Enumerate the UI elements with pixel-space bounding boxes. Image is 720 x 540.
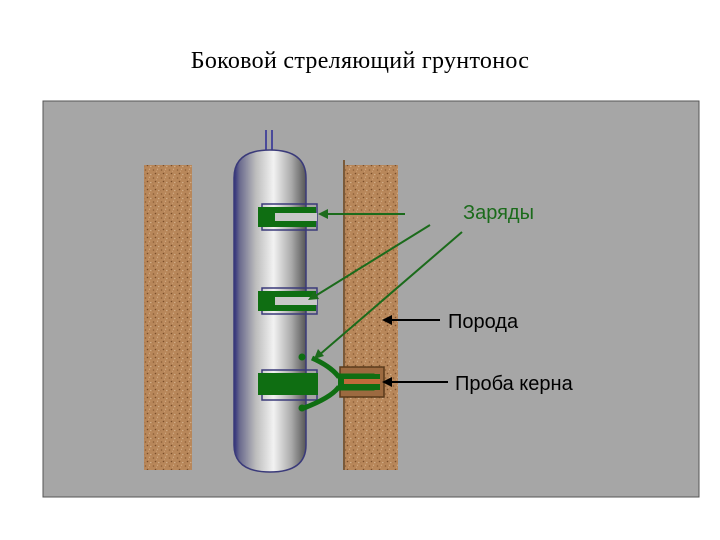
core-sample-label: Проба керна [455,373,574,395]
charge-1 [258,203,318,231]
core-sample-pointer [382,377,448,387]
rock-pointer [382,315,440,325]
rock-wall-left [144,165,192,470]
charges-label: Заряды [463,202,534,224]
charge-2 [258,287,318,315]
charge-3-fired [258,353,380,412]
rock-label: Порода [448,311,519,333]
slide-title: Боковой стреляющий грунтонос [190,48,530,74]
charges-pointers [308,209,463,359]
